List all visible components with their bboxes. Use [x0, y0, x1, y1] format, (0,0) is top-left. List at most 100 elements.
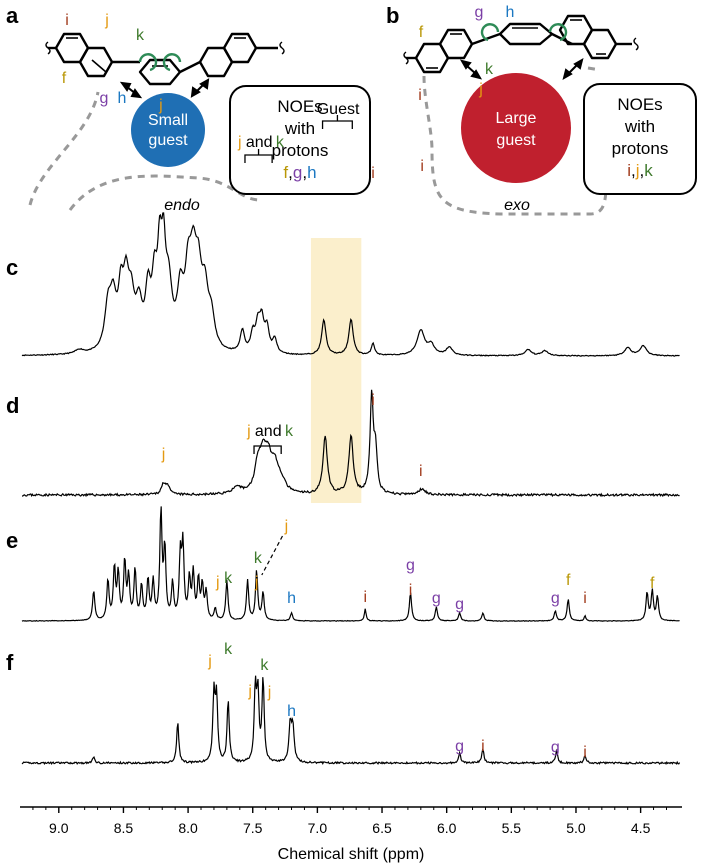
proton-labels-b: f g h k i j: [418, 4, 514, 104]
peak-label: h: [287, 590, 296, 607]
small-guest-circle: [131, 93, 205, 167]
proton-label-f: f: [62, 70, 67, 87]
guest-label: Small: [148, 112, 188, 129]
peak-label: i: [409, 582, 413, 599]
proton-label-h: h: [118, 90, 127, 107]
proton-label-i: i: [65, 12, 69, 29]
peak-bracket: [253, 445, 282, 454]
peak-label: and: [246, 134, 273, 151]
peak-label: k: [285, 423, 294, 440]
panel-label-b: b: [386, 3, 399, 28]
noe-box-a: [229, 85, 371, 195]
guest-label: guest: [148, 132, 188, 149]
peak-label: h: [287, 703, 296, 720]
peak-label: g: [406, 557, 415, 574]
guest-label: Large: [496, 110, 537, 127]
noe-proton-letters: f,g,h: [283, 163, 316, 182]
peak-label: j: [215, 574, 220, 591]
host-structure-b: [403, 14, 639, 74]
peak-label: j: [158, 97, 163, 114]
peak-bracket: [321, 115, 353, 129]
peak-label: k: [276, 134, 285, 151]
noe-double-arrow-icon: [459, 57, 584, 81]
peak-label: g: [551, 590, 560, 607]
pointer-line: [261, 535, 284, 576]
exo-outline: [422, 66, 608, 216]
spectrum-trace: [21, 506, 680, 622]
proton-label-k: k: [485, 61, 494, 78]
x-tick-label: 8.5: [114, 820, 134, 836]
spectrum-trace: [22, 389, 680, 498]
peak-bracket: [244, 149, 273, 163]
peak-label: f: [566, 572, 571, 589]
peak-label: j: [247, 683, 252, 700]
peak-label: Guest: [317, 101, 360, 118]
large-guest-circle: [461, 73, 571, 183]
peak-label: g: [455, 738, 464, 755]
peak-label: g: [432, 590, 441, 607]
x-tick-label: 7.0: [308, 820, 328, 836]
rotation-arrow-icon: [138, 53, 158, 72]
proton-label-i: i: [418, 87, 422, 104]
noe-text: protons: [612, 139, 669, 158]
peak-label: k: [254, 550, 263, 567]
noe-text: with: [284, 119, 315, 138]
proton-label-g: g: [475, 4, 484, 21]
panel-b: b: [386, 3, 697, 216]
proton-label-h: h: [506, 4, 515, 21]
peak-label: i: [371, 392, 375, 409]
x-tick-label: 5.0: [566, 820, 586, 836]
peak-label: j: [207, 653, 212, 670]
noe-proton-letters: i,j,k: [627, 161, 653, 180]
peak-label: i: [363, 589, 367, 606]
rotation-arrow-icon: [162, 53, 182, 72]
peak-label: j: [284, 518, 289, 535]
peak-label: j: [267, 684, 272, 701]
panel-label-e: e: [6, 528, 18, 553]
noe-text: NOEs: [617, 95, 662, 114]
x-axis-title: Chemical shift (ppm): [278, 846, 425, 863]
x-tick-label: 8.0: [178, 820, 198, 836]
panel-label-c: c: [6, 255, 18, 280]
panel-label-d: d: [6, 393, 19, 418]
peak-label: i: [419, 463, 423, 480]
peak-label: j: [237, 134, 242, 151]
noe-text: with: [624, 117, 655, 136]
peak-label: i: [583, 590, 587, 607]
guest-label: guest: [496, 132, 536, 149]
proton-label-g: g: [100, 90, 109, 107]
proton-label-f: f: [419, 24, 424, 41]
proton-label-j: j: [478, 81, 483, 98]
noe-double-arrow-icon: [119, 78, 210, 99]
peak-label: g: [551, 739, 560, 756]
proton-label-j: j: [104, 12, 109, 29]
spectrum-trace: [21, 675, 681, 766]
panel-label-a: a: [6, 3, 19, 28]
binding-mode-label: endo: [164, 197, 200, 214]
rotation-arrow-icon: [548, 23, 568, 42]
peak-label: k: [224, 570, 233, 587]
peak-label: i: [371, 165, 375, 182]
noe-text: NOEs: [277, 97, 322, 116]
peak-label: i: [420, 158, 424, 175]
peak-label: g: [455, 596, 464, 613]
x-tick-label: 5.5: [502, 820, 522, 836]
peak-label: k: [224, 641, 233, 658]
noe-box-b: [583, 83, 697, 195]
spectrum-trace: [21, 212, 680, 357]
peak-label: f: [650, 575, 655, 592]
binding-mode-label: exo: [504, 197, 530, 214]
proton-label-k: k: [136, 27, 145, 44]
x-tick-label: 4.5: [631, 820, 651, 836]
x-tick-label: 6.5: [372, 820, 392, 836]
noe-text: protons: [272, 141, 329, 160]
panel-a: a: [6, 3, 371, 214]
rotation-arrow-icon: [480, 23, 500, 42]
